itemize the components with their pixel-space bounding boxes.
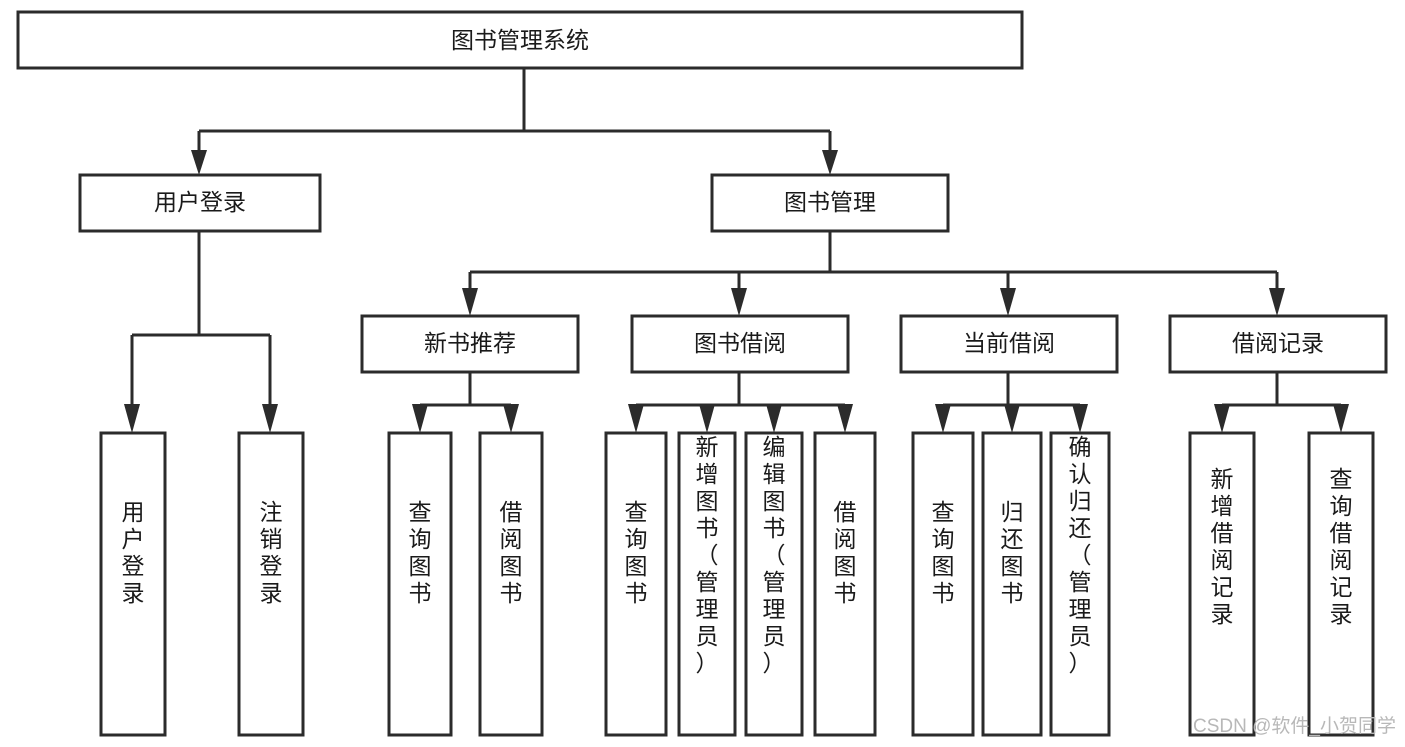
arrow-borrow-records-leaf-2	[1333, 404, 1349, 433]
arrow-current-borrow-leaf-2	[1004, 404, 1020, 433]
leaf-book-borrow-4-label: 借阅图书	[834, 499, 857, 606]
arrow-current-borrow-leaf-3	[1072, 404, 1088, 433]
arrow-to-current-borrow	[1000, 288, 1016, 316]
leaf-new-book-2[interactable]: 借阅图书	[478, 431, 544, 737]
leaf-borrow-records-1[interactable]: 新增借阅记录	[1188, 431, 1256, 737]
node-book-borrow-label: 图书借阅	[694, 330, 786, 356]
leaf-book-borrow-1-box[interactable]	[604, 431, 668, 737]
arrow-borrow-records-leaf-1	[1214, 404, 1230, 433]
node-book-manage[interactable]: 图书管理	[710, 173, 950, 233]
leaf-book-borrow-4[interactable]: 借阅图书	[813, 431, 877, 737]
leaf-current-borrow-3-label: 确认归还（管理员）	[1069, 434, 1092, 676]
arrow-book-borrow-leaf-1	[628, 404, 644, 433]
leaf-current-borrow-3-box[interactable]	[1049, 431, 1111, 737]
csdn-watermark: CSDN @软件_小贺同学	[1193, 715, 1396, 737]
node-book-borrow[interactable]: 图书借阅	[630, 314, 850, 374]
leaf-book-borrow-3-box[interactable]	[744, 431, 804, 737]
leaf-new-book-2-box[interactable]	[478, 431, 544, 737]
leaf-borrow-records-2[interactable]: 查询借阅记录	[1307, 431, 1375, 737]
node-root[interactable]: 图书管理系统	[16, 10, 1024, 70]
node-root-box[interactable]	[16, 10, 1024, 70]
leaf-current-borrow-1[interactable]: 查询图书	[911, 431, 975, 737]
leaf-new-book-2-label: 借阅图书	[500, 499, 523, 606]
node-user-login-label: 用户登录	[154, 189, 246, 215]
node-book-borrow-box[interactable]	[630, 314, 850, 374]
arrow-user-login-leaf-2	[262, 404, 278, 433]
arrow-new-book-leaf-2	[503, 404, 519, 433]
leaf-user-login-2[interactable]: 注销登录	[237, 431, 305, 737]
leaf-book-borrow-1-label: 查询图书	[625, 499, 648, 606]
node-new-book-recommend-label: 新书推荐	[424, 330, 516, 356]
leaf-book-borrow-4-box[interactable]	[813, 431, 877, 737]
node-user-login-box[interactable]	[78, 173, 322, 233]
leaf-current-borrow-1-box[interactable]	[911, 431, 975, 737]
leaf-user-login-1[interactable]: 用户登录	[99, 431, 167, 737]
leaf-new-book-1-box[interactable]	[387, 431, 453, 737]
arrow-book-borrow-leaf-4	[837, 404, 853, 433]
leaf-book-borrow-3-label: 编辑图书（管理员）	[763, 434, 786, 676]
arrow-new-book-leaf-1	[412, 404, 428, 433]
leaf-book-borrow-1[interactable]: 查询图书	[604, 431, 668, 737]
arrow-to-book-manage	[822, 150, 838, 175]
leaf-new-book-1-label: 查询图书	[409, 499, 432, 606]
node-new-book-recommend[interactable]: 新书推荐	[360, 314, 580, 374]
node-new-book-recommend-box[interactable]	[360, 314, 580, 374]
leaf-user-login-2-box[interactable]	[237, 431, 305, 737]
node-book-manage-label: 图书管理	[784, 189, 876, 215]
leaf-new-book-1[interactable]: 查询图书	[387, 431, 453, 737]
leaf-book-borrow-2-label: 新增图书（管理员）	[696, 434, 719, 676]
arrow-book-borrow-leaf-3	[766, 404, 782, 433]
node-current-borrow-box[interactable]	[899, 314, 1119, 374]
node-borrow-records-label: 借阅记录	[1232, 330, 1324, 356]
node-borrow-records-box[interactable]	[1168, 314, 1388, 374]
leaf-user-login-2-label: 注销登录	[260, 499, 283, 606]
arrow-to-book-borrow	[731, 288, 747, 316]
node-current-borrow[interactable]: 当前借阅	[899, 314, 1119, 374]
leaf-borrow-records-2-box[interactable]	[1307, 431, 1375, 737]
leaf-current-borrow-1-label: 查询图书	[932, 499, 955, 606]
leaf-book-borrow-2-box[interactable]	[677, 431, 737, 737]
leaf-current-borrow-3[interactable]: 确认归还（管理员）	[1049, 431, 1111, 737]
leaf-current-borrow-2[interactable]: 归还图书	[981, 431, 1043, 737]
leaf-borrow-records-1-label: 新增借阅记录	[1211, 466, 1234, 627]
leaf-user-login-1-label: 用户登录	[122, 499, 145, 606]
connector-layer	[124, 68, 1349, 433]
leaf-borrow-records-1-box[interactable]	[1188, 431, 1256, 737]
node-book-manage-box[interactable]	[710, 173, 950, 233]
arrow-book-borrow-leaf-2	[699, 404, 715, 433]
node-current-borrow-label: 当前借阅	[963, 330, 1055, 356]
arrow-to-new-book	[462, 288, 478, 316]
leaf-current-borrow-2-label: 归还图书	[1001, 499, 1024, 606]
arrow-to-borrow-records	[1269, 288, 1285, 316]
leaf-current-borrow-2-box[interactable]	[981, 431, 1043, 737]
arrow-to-user-login	[191, 150, 207, 175]
arrow-user-login-leaf-1	[124, 404, 140, 433]
node-borrow-records[interactable]: 借阅记录	[1168, 314, 1388, 374]
arrow-current-borrow-leaf-1	[935, 404, 951, 433]
leaf-user-login-1-box[interactable]	[99, 431, 167, 737]
node-root-label: 图书管理系统	[451, 27, 589, 53]
leaf-borrow-records-2-label: 查询借阅记录	[1330, 466, 1353, 627]
leaf-book-borrow-2[interactable]: 新增图书（管理员）	[677, 431, 737, 737]
node-user-login[interactable]: 用户登录	[78, 173, 322, 233]
leaf-book-borrow-3[interactable]: 编辑图书（管理员）	[744, 431, 804, 737]
